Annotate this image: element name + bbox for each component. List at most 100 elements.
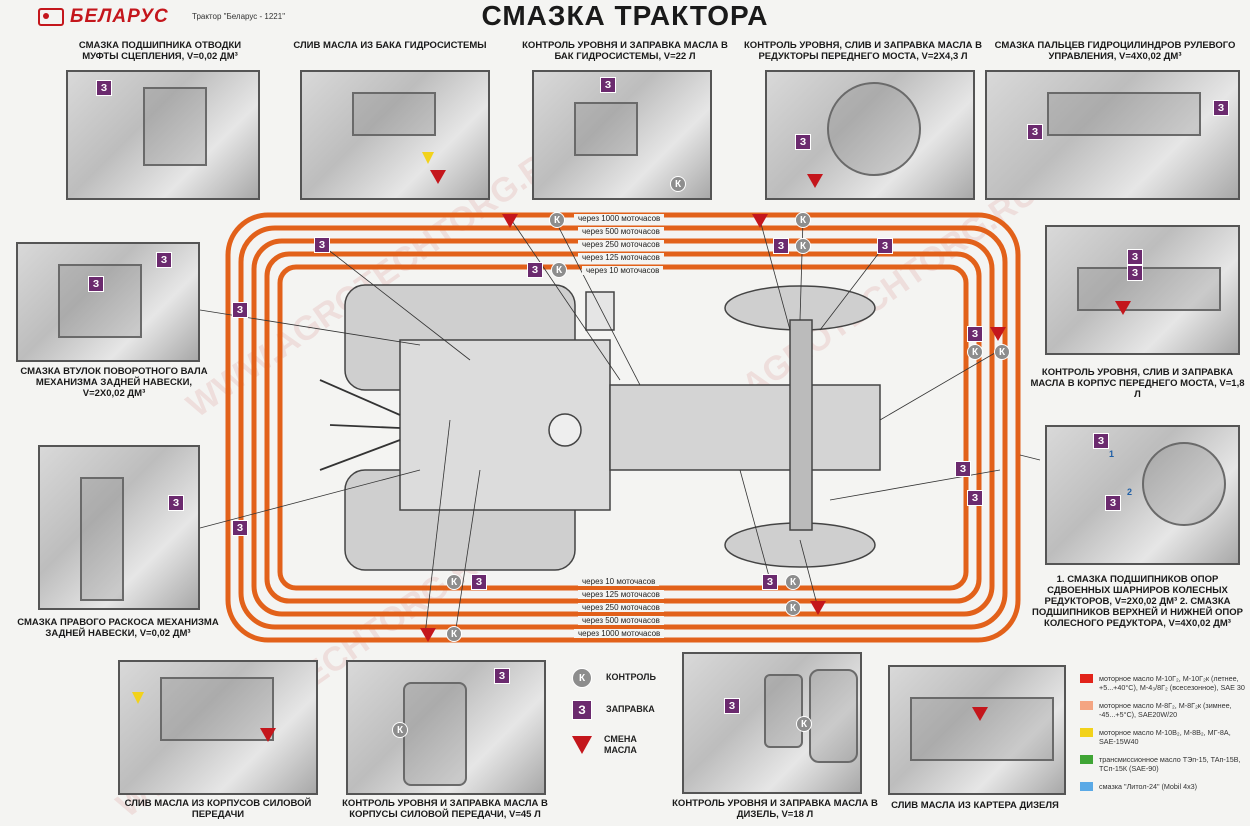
photo-clutch: З (66, 70, 260, 200)
legend-swatch-icon (1080, 701, 1093, 710)
oil-change-legend-label: СМЕНА МАСЛА (604, 734, 637, 755)
photo-right-brace: З (38, 445, 200, 610)
oil-change-marker (752, 214, 768, 228)
control-legend-label: КОНТРОЛЬ (606, 672, 656, 682)
brand-name: БЕЛАРУС (70, 6, 169, 27)
refill-marker: З (762, 574, 778, 590)
control-marker: К (785, 600, 801, 616)
refill-marker: З (1105, 495, 1121, 511)
caption-clutch: СМАЗКА ПОДШИПНИКА ОТВОДКИ МУФТЫ СЦЕПЛЕНИ… (78, 40, 242, 62)
photo-power-fill: К З (346, 660, 546, 795)
legend-item: моторное масло М-8Г₂, М-8Г₂к (зимнее, -4… (1080, 701, 1245, 719)
photo-diesel-fill: З К (682, 652, 862, 794)
marker-number: 1 (1109, 449, 1115, 459)
marker-number: 2 (1127, 487, 1133, 497)
oil-change-marker (810, 601, 826, 615)
refill-legend-label: ЗАПРАВКА (606, 704, 655, 714)
interval-label: через 125 моточасов (578, 590, 664, 599)
caption-power-drain: СЛИВ МАСЛА ИЗ КОРПУСОВ СИЛОВОЙ ПЕРЕДАЧИ (124, 798, 312, 820)
legend-item: трансмиссионное масло ТЭп-15, ТАп-15В, Т… (1080, 755, 1245, 773)
caption-right-brace: СМАЗКА ПРАВОГО РАСКОСА МЕХАНИЗМА ЗАДНЕЙ … (17, 617, 219, 639)
refill-marker: З (1027, 124, 1043, 140)
refill-marker: З (1127, 265, 1143, 281)
control-legend-icon: К (572, 668, 592, 688)
refill-marker: З (1093, 433, 1109, 449)
refill-marker: З (168, 495, 184, 511)
control-marker: К (446, 626, 462, 642)
interval-label: через 1000 моточасов (574, 629, 665, 638)
caption-wheel-reducer: 1. СМАЗКА ПОДШИПНИКОВ ОПОР СДВОЕННЫХ ШАР… (1032, 574, 1243, 629)
tractor-icon (38, 8, 64, 26)
refill-marker: З (955, 461, 971, 477)
control-marker: К (446, 574, 462, 590)
refill-marker: З (314, 237, 330, 253)
oil-change-marker (260, 728, 276, 742)
interval-label: через 500 моточасов (578, 227, 664, 236)
interval-label: через 500 моточасов (578, 616, 664, 625)
refill-marker: З (232, 520, 248, 536)
steering-wheel (548, 413, 582, 447)
legend-swatch-icon (1080, 728, 1093, 737)
refill-legend-icon: З (572, 700, 592, 720)
caption-front-reducers: КОНТРОЛЬ УРОВНЯ, СЛИВ И ЗАПРАВКА МАСЛА В… (744, 40, 982, 62)
legend-item: моторное масло М-10Г₂, М-10Г₂к (летнее, … (1080, 674, 1245, 692)
oil-change-marker (990, 327, 1006, 341)
interval-label: через 1000 моточасов (574, 214, 665, 223)
interval-label: через 10 моточасов (578, 577, 660, 586)
refill-marker: З (1127, 249, 1143, 265)
photo-diesel-drain (888, 665, 1066, 795)
photo-rear-hitch-shaft: З З (16, 242, 200, 362)
legend-swatch-icon (1080, 782, 1093, 791)
control-marker: К (795, 212, 811, 228)
refill-marker: З (967, 326, 983, 342)
oil-change-marker (807, 174, 823, 188)
caption-rear-hitch-shaft: СМАЗКА ВТУЛОК ПОВОРОТНОГО ВАЛА МЕХАНИЗМА… (20, 366, 208, 399)
caption-hydro-tank: КОНТРОЛЬ УРОВНЯ И ЗАПРАВКА МАСЛА В БАК Г… (522, 40, 728, 62)
oil-change-marker (430, 170, 446, 184)
oil-change-marker (502, 214, 518, 228)
legend-swatch-icon (1080, 755, 1093, 764)
refill-marker: З (232, 302, 248, 318)
control-marker: К (796, 716, 812, 732)
caption-diesel-fill: КОНТРОЛЬ УРОВНЯ И ЗАПРАВКА МАСЛА В ДИЗЕЛ… (672, 798, 878, 820)
control-marker: К (392, 722, 408, 738)
refill-marker: З (494, 668, 510, 684)
refill-marker: З (156, 252, 172, 268)
interval-label: через 125 моточасов (578, 253, 664, 262)
photo-hydro-tank: З К (532, 70, 712, 200)
control-marker: К (994, 344, 1010, 360)
control-marker: К (670, 176, 686, 192)
lubricant-legend: моторное масло М-10Г₂, М-10Г₂к (летнее, … (1080, 674, 1245, 791)
arrow-icon (132, 692, 144, 704)
photo-front-axle-case: З З (1045, 225, 1240, 355)
photo-front-reducers: З (765, 70, 975, 200)
tractor-top-view (344, 284, 881, 571)
refill-marker: З (527, 262, 543, 278)
legend-item: моторное масло М-10В₂, М-8В₂, МГ-8А, SAE… (1080, 728, 1245, 746)
refill-marker: З (471, 574, 487, 590)
refill-marker: З (773, 238, 789, 254)
interval-label: через 250 моточасов (578, 240, 664, 249)
photo-wheel-reducer: З З 1 2 (1045, 425, 1240, 565)
legend-item: смазка "Литол-24" (Mobil 4х3) (1080, 782, 1245, 791)
arrow-icon (422, 152, 434, 164)
refill-marker: З (88, 276, 104, 292)
page-title: СМАЗКА ТРАКТОРА (481, 0, 769, 31)
refill-marker: З (1213, 100, 1229, 116)
oil-change-marker (972, 707, 988, 721)
control-marker: К (967, 344, 983, 360)
photo-steering-pins: З З (985, 70, 1240, 200)
refill-marker: З (967, 490, 983, 506)
caption-power-fill: КОНТРОЛЬ УРОВНЯ И ЗАПРАВКА МАСЛА В КОРПУ… (342, 798, 548, 820)
control-marker: К (795, 238, 811, 254)
oil-change-marker (1115, 301, 1131, 315)
interval-label: через 250 моточасов (578, 603, 664, 612)
refill-marker: З (724, 698, 740, 714)
control-marker: К (785, 574, 801, 590)
interval-label: через 10 моточасов (582, 266, 664, 275)
brand-logo: БЕЛАРУС (38, 6, 169, 28)
control-marker: К (551, 262, 567, 278)
photo-hydro-drain (300, 70, 490, 200)
front-axle (789, 319, 813, 531)
